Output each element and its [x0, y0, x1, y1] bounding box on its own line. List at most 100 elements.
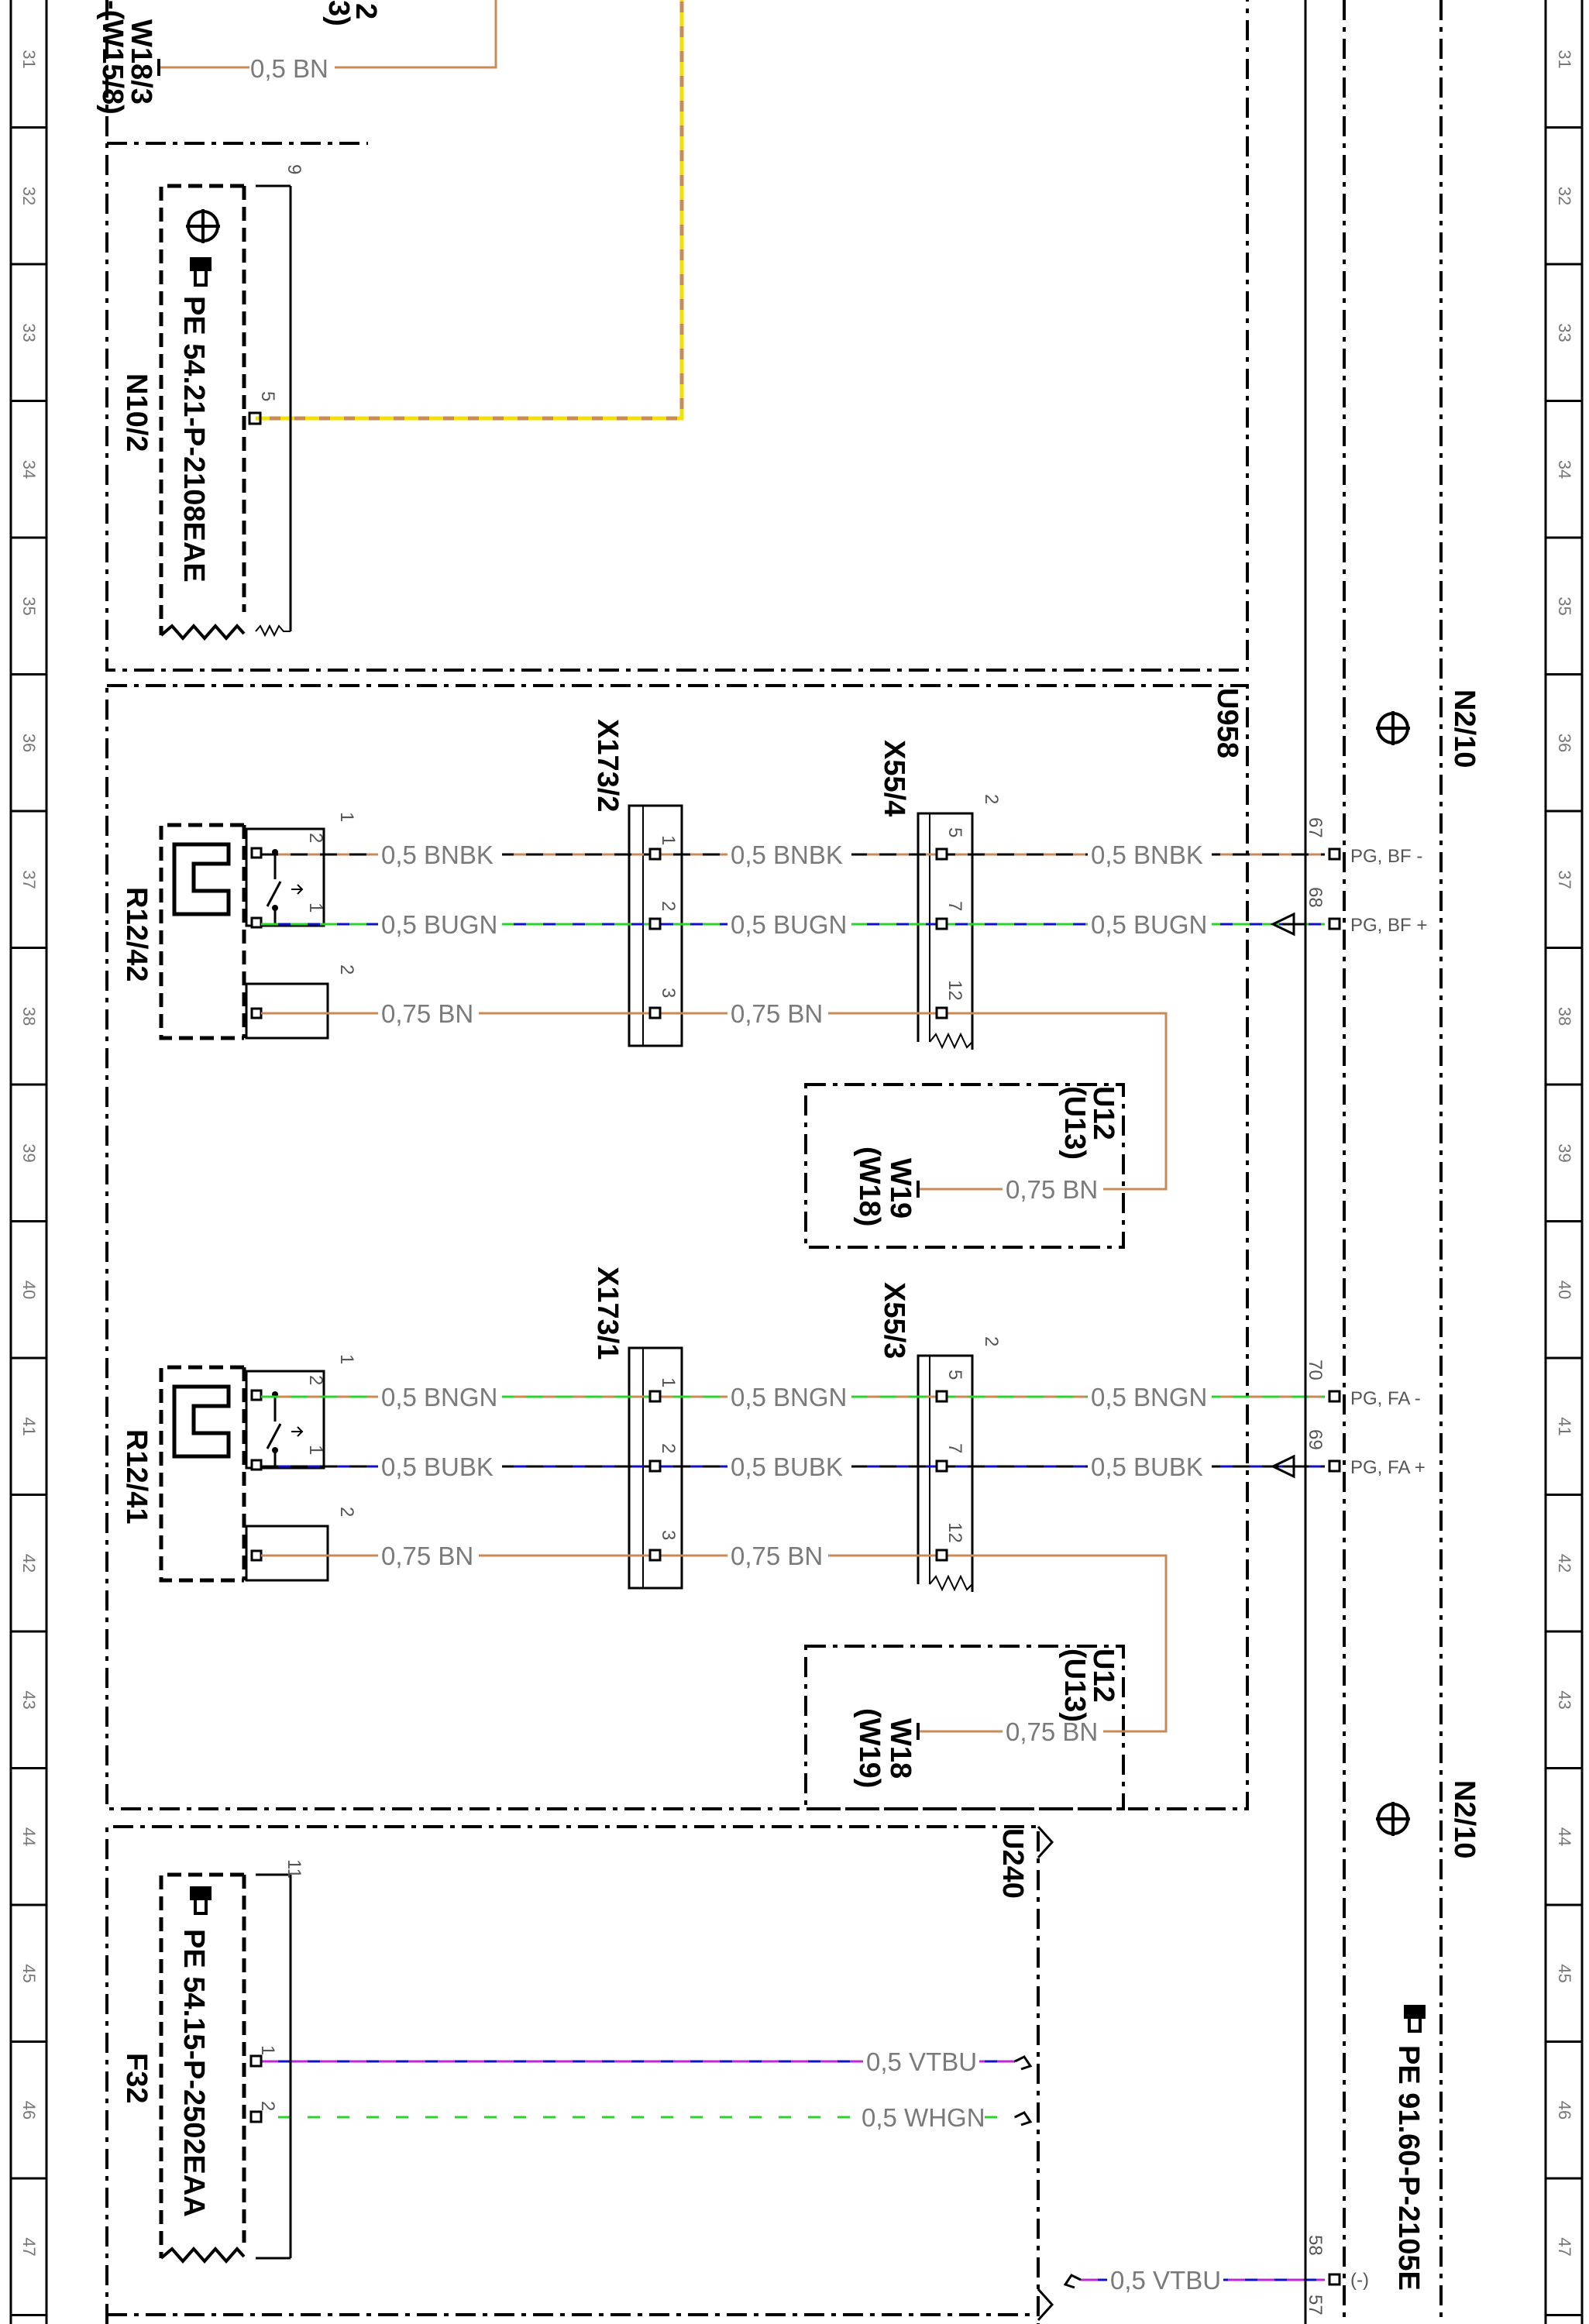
r12-42-conn-a-number: 1	[336, 812, 357, 822]
u13-upper-label: (U13)	[1058, 1086, 1091, 1160]
f32-pointing-hand-icon	[190, 1886, 212, 1915]
f32-component	[159, 1872, 292, 2264]
x173-1-pin-2: 2	[658, 1443, 679, 1453]
grid-label-right: 31	[1555, 50, 1574, 68]
grid-label-left: 46	[19, 2101, 39, 2119]
upper-wire-c-label-1: 0,75 BN	[381, 999, 473, 1028]
grid-label-left: 33	[19, 323, 39, 342]
grid-label-right: 36	[1555, 734, 1574, 752]
grid-label-left: 43	[19, 1690, 39, 1709]
upper-wire-c-label-3: 0,75 BN	[1006, 1175, 1098, 1204]
r12-42-name: R12/42	[120, 887, 153, 982]
x55-4-pin-5: 5	[944, 827, 965, 837]
upper-n2-pin-a	[1328, 847, 1341, 861]
grid-label-right: 41	[1555, 1417, 1574, 1435]
upper-x55-pin	[935, 917, 948, 930]
r12-41-name: R12/41	[120, 1429, 153, 1525]
f32-vtbu-label: 0,5 VTBU	[866, 2047, 977, 2076]
u12-upper-subframe	[804, 1083, 1125, 1249]
grid-label-right: 45	[1555, 1964, 1574, 1982]
u958-label: U958	[1211, 688, 1243, 758]
upper-x173-pin	[648, 847, 662, 861]
x173-2-pin-3: 3	[658, 988, 679, 998]
w18-upper-alt-label: (W18)	[853, 1147, 886, 1226]
f32-pin-2-terminal	[249, 2110, 263, 2123]
lower-x55-pin	[935, 1459, 948, 1473]
top-wire-label-bg	[249, 53, 335, 81]
f32-whgn-end-icon	[1014, 2111, 1033, 2126]
upper-wire-b-label-2: 0,5 BUGN	[731, 910, 847, 939]
lower-x173-pin	[648, 1390, 662, 1403]
lower-n2-pin-a	[1328, 1390, 1341, 1403]
n2-10-pin-70: 70	[1305, 1360, 1326, 1380]
n10-2-name: N10/2	[120, 373, 153, 452]
n2-10-pin-58-terminal	[1328, 2273, 1341, 2286]
n2-10-vtbu-label-bg	[1107, 2266, 1223, 2295]
x55-4-connector	[917, 812, 974, 1050]
grid-label-left: 35	[19, 596, 39, 615]
upper-wire-c-label-2: 0,75 BN	[731, 999, 823, 1028]
lower-wire-b-label-1: 0,5 BUBK	[381, 1452, 494, 1481]
w18-3-label: W18/3	[125, 19, 157, 105]
r12-42-pin-2: 2	[305, 833, 326, 843]
w19-lower-alt-label: (W19)	[853, 1708, 886, 1788]
n2-10-upper-name: N2/10	[1448, 689, 1481, 768]
lower-wire-a-label-2: 0,5 BNGN	[731, 1383, 847, 1411]
grid-label-right: 47	[1555, 2237, 1574, 2256]
x173-1-pin-1: 1	[658, 1377, 679, 1387]
f32-pin-11: 11	[284, 1859, 304, 1879]
f32-ref: PE 54.15-P-2502EAA	[177, 1929, 210, 2217]
lower-x55-pin	[935, 1549, 948, 1562]
upper-x55-pin	[935, 1006, 948, 1019]
lower-wire-a-label-3: 0,5 BNGN	[1091, 1383, 1207, 1411]
upper-wire-a-label-2: 0,5 BNBK	[731, 841, 843, 869]
x173-1-pin-3: 3	[658, 1530, 679, 1540]
f32-vtbu-end-icon	[1014, 2055, 1033, 2071]
grid-label-left: 37	[19, 870, 39, 889]
upper-wire-c-label-1-bg	[378, 999, 479, 1029]
grid-label-right: 43	[1555, 1690, 1574, 1709]
upper-wire-b-label-3-bg	[1088, 910, 1212, 940]
grid-label-left: 39	[19, 1143, 39, 1162]
u240-frame	[105, 1825, 1040, 2324]
x55-3-name: X55/3	[878, 1282, 910, 1359]
n2-10-pointing-hand-icon	[1404, 2005, 1426, 2033]
lower-wire-c-label-3-bg	[1003, 1717, 1103, 1747]
lower-wire-b-label-3-bg	[1088, 1452, 1212, 1482]
n2-10-label-minus: (-)	[1350, 2270, 1369, 2291]
n10-2-pointing-hand-icon	[190, 257, 212, 287]
n2-10-pin-57: 57	[1305, 2295, 1326, 2315]
lower-wire-b-label-3: 0,5 BUBK	[1091, 1452, 1203, 1481]
grid-label-left: 44	[19, 1827, 39, 1846]
lower-wire-a-label-1: 0,5 BNGN	[381, 1383, 497, 1411]
top-frame-n10-2	[105, 0, 1249, 672]
x55-3-pin-7: 7	[944, 1443, 965, 1453]
n10-2-pin-5: 5	[257, 391, 278, 401]
grid-label-left: 42	[19, 1554, 39, 1573]
upper-x173-pin	[648, 917, 662, 930]
f32-name: F32	[120, 2053, 153, 2103]
grid-label-left: 32	[19, 187, 39, 205]
x55-3-pin-5: 5	[944, 1370, 965, 1380]
grid-label-right: 35	[1555, 596, 1574, 615]
n10-2-yellow-wire	[256, 0, 684, 421]
f32-whgn-label: 0,5 WHGN	[862, 2103, 985, 2132]
n2-10-pin-58: 58	[1305, 2235, 1326, 2256]
left-grid-border	[9, 0, 48, 2324]
n10-2-component	[159, 184, 292, 641]
lower-n2-pin-b	[1328, 1459, 1341, 1473]
u13-lower-label: (U13)	[1058, 1648, 1091, 1722]
grid-label-right: 34	[1555, 460, 1574, 479]
top-fragment-2: 2	[349, 3, 382, 19]
f32-pin-1: 1	[257, 2045, 278, 2055]
n2-10-label-fa-plus: PG, FA +	[1350, 1457, 1426, 1478]
grid-label-left: 38	[19, 1007, 39, 1026]
n10-2-transistor-icon	[186, 209, 220, 243]
lower-wire-c	[261, 1554, 1168, 1733]
lower-x173-pin	[648, 1459, 662, 1473]
grid-label-left: 31	[19, 50, 39, 68]
